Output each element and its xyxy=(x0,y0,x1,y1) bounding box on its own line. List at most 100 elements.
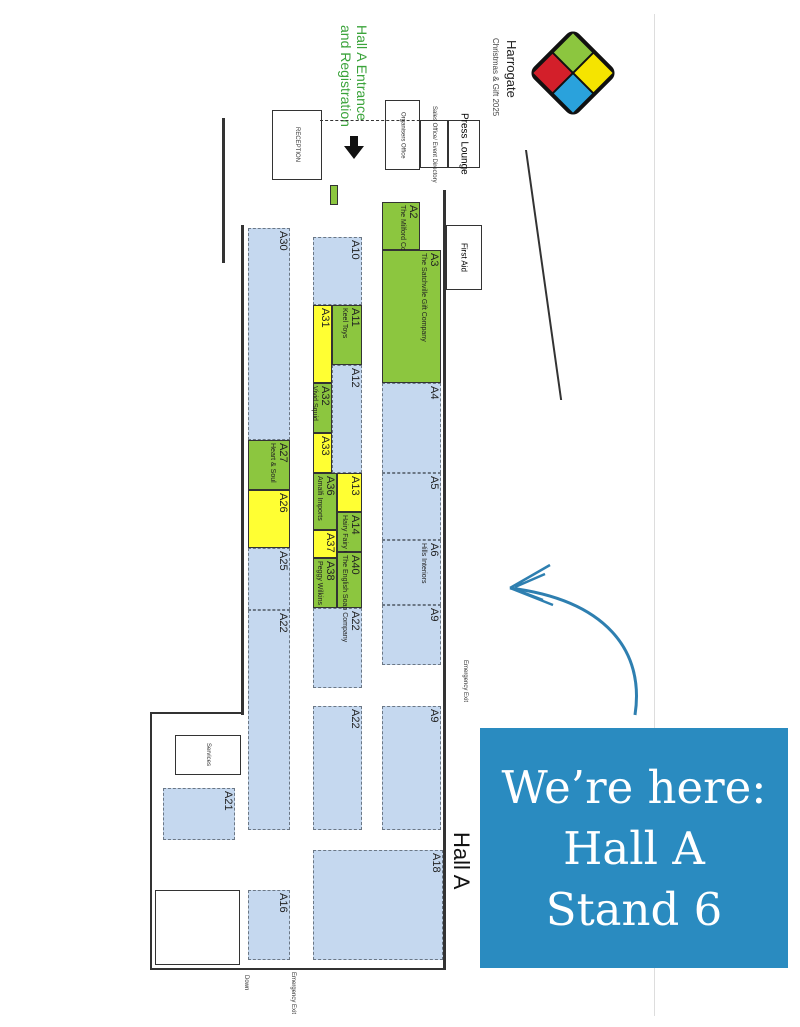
stand-code: A27 xyxy=(277,443,289,463)
room-organisers-office: Organisers Office xyxy=(385,100,420,170)
callout-line2: Hall A xyxy=(563,821,705,875)
stand-a30: A30 xyxy=(248,228,290,440)
stand-name: Hairy Fairy Gifts xyxy=(341,515,348,566)
stand-a25: A25 xyxy=(248,548,290,610)
stand-code: A38 xyxy=(324,561,336,581)
stand-name: Amalfi Imports xyxy=(316,476,323,521)
entrance-threshold xyxy=(320,120,430,121)
page-edge-line xyxy=(654,14,655,1016)
stand-code: A26 xyxy=(277,493,289,513)
annex-west-wall xyxy=(150,712,152,970)
stand-code: A5 xyxy=(428,476,440,490)
stand-a21: A21 xyxy=(163,788,235,840)
room-services: Services xyxy=(175,735,241,775)
stand-code: A22 xyxy=(349,611,361,631)
room-label: First Aid xyxy=(459,243,469,272)
stand-code: A11 xyxy=(349,308,361,327)
stand-code: A30 xyxy=(277,231,289,251)
room-label: Organisers Office xyxy=(399,111,406,159)
hand-drawn-arrow-icon xyxy=(509,563,638,716)
annex-north-wall xyxy=(150,712,243,714)
stand-code: A12 xyxy=(349,368,361,388)
stand-code: A32 xyxy=(319,386,331,406)
stairs-down-label: Down xyxy=(243,975,249,991)
stand-name: The English Soap Company xyxy=(341,555,348,643)
logo-title: Harrogate xyxy=(504,40,519,98)
stand-code: A4 xyxy=(428,386,440,400)
stand-code: A36 xyxy=(324,476,336,496)
entrance-label-line1: Hall A Entrance xyxy=(354,25,370,121)
stand-code: A9 xyxy=(428,608,440,622)
stand-code: A25 xyxy=(277,551,289,571)
stand-a1 xyxy=(330,185,338,205)
stand-a9: A9 xyxy=(382,706,441,830)
room-sales-office: Sales Office/ Event Directory xyxy=(420,106,448,182)
west-wall xyxy=(241,225,244,715)
room-label: RECEPTION xyxy=(294,127,300,163)
foyer-wall xyxy=(222,118,225,263)
stand-code: A14 xyxy=(349,515,361,535)
stand-a12: A12 xyxy=(332,365,362,473)
stand-code: A18 xyxy=(430,853,442,873)
room-reception: RECEPTION xyxy=(272,110,322,180)
stand-a22: A22 xyxy=(313,608,362,688)
stand-code: A40 xyxy=(349,555,361,575)
room-label: Press Lounge xyxy=(458,113,470,175)
stand-a22: A22 xyxy=(313,706,362,830)
stand-name: The Milford Collection xyxy=(399,205,406,273)
south-wall xyxy=(150,968,446,970)
stand-name: Hills Interiors xyxy=(420,543,427,584)
stand-code: A21 xyxy=(222,791,234,811)
logo-subtitle: Christmas & Gift 2025 xyxy=(491,38,500,117)
stand-name: Heart & Soul xyxy=(269,443,276,483)
stand-code: A31 xyxy=(319,308,331,328)
harrogate-logo-icon xyxy=(531,31,615,115)
stand-code: A37 xyxy=(324,533,336,553)
stand-code: A10 xyxy=(349,240,361,260)
emergency-exit-south-label: Emergency Exit xyxy=(290,972,296,1015)
stand-code: A13 xyxy=(349,476,361,496)
hall-label: Hall A xyxy=(449,832,474,890)
room-first-aid: First Aid xyxy=(446,225,482,290)
room-press-lounge: Press Lounge xyxy=(448,113,480,175)
stand-a5: A5 xyxy=(382,473,441,540)
stand-name: Vivid Squid xyxy=(311,386,318,421)
stand-a18: A18 xyxy=(313,850,443,960)
stand-a31: A31 xyxy=(313,305,332,383)
stand-code: A9 xyxy=(428,709,440,723)
stand-a10: A10 xyxy=(313,237,362,305)
emergency-exit-label: Emergency Exit xyxy=(462,660,468,703)
stand-a33: A33 xyxy=(313,433,332,473)
stand-a4: A4 xyxy=(382,383,441,473)
stand-a13: A13 xyxy=(337,473,362,512)
stand-code: A2 xyxy=(407,205,419,219)
stand-code: A6 xyxy=(428,543,440,557)
stand-code: A16 xyxy=(277,893,289,913)
room-label: Sales Office/ Event Directory xyxy=(431,105,437,183)
stand-a37: A37 xyxy=(313,530,337,558)
stand-code: A3 xyxy=(428,253,440,267)
stand-name: Keel Toys xyxy=(341,308,348,339)
entrance-label-line2: and Registration xyxy=(338,25,354,127)
toilets xyxy=(155,890,240,965)
stand-a22: A22 xyxy=(248,610,290,830)
stand-name: The Satchville Gift Company xyxy=(420,253,427,342)
stand-code: A33 xyxy=(319,436,331,456)
east-wall xyxy=(443,190,446,970)
location-callout: We’re here: Hall A Stand 6 xyxy=(480,728,788,968)
stand-code: A22 xyxy=(277,613,289,633)
stand-a9: A9 xyxy=(382,605,441,665)
arrow-down-icon xyxy=(344,136,364,159)
stand-code: A22 xyxy=(349,709,361,729)
callout-line3: Stand 6 xyxy=(545,882,723,936)
